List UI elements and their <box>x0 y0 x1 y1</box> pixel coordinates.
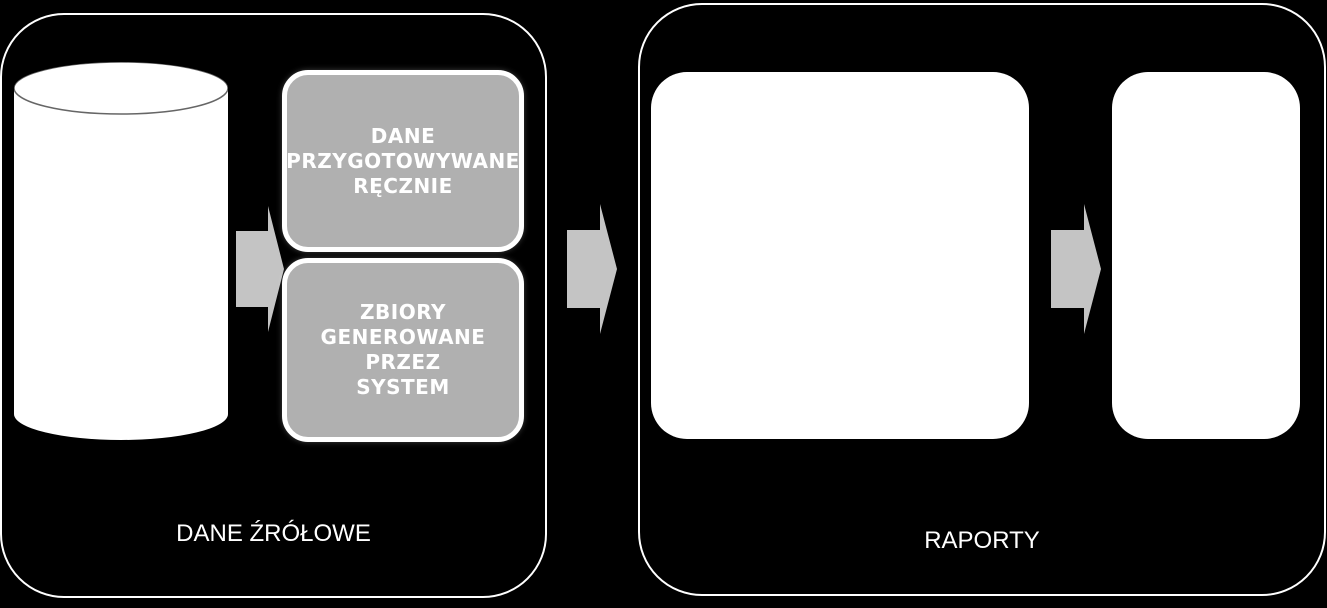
reports-title: RAPORTY <box>924 527 1040 554</box>
system-data-label: ZBIORY GENEROWANE PRZEZ SYSTEM <box>320 300 486 399</box>
report-output-box <box>1112 72 1300 439</box>
system-data-box: ZBIORY GENEROWANE PRZEZ SYSTEM <box>282 258 524 442</box>
manual-data-box: DANE PRZYGOTOWYWANE RĘCZNIE <box>282 70 524 252</box>
report-main-box <box>651 72 1029 439</box>
arrow-right-icon <box>236 206 284 332</box>
arrow-right-icon <box>567 204 617 334</box>
source-data-title: DANE ŹRÓŁOWE <box>176 520 371 547</box>
manual-data-label: DANE PRZYGOTOWYWANE RĘCZNIE <box>286 123 520 198</box>
database-cylinder <box>13 61 229 440</box>
arrow-right-icon <box>1051 204 1101 334</box>
